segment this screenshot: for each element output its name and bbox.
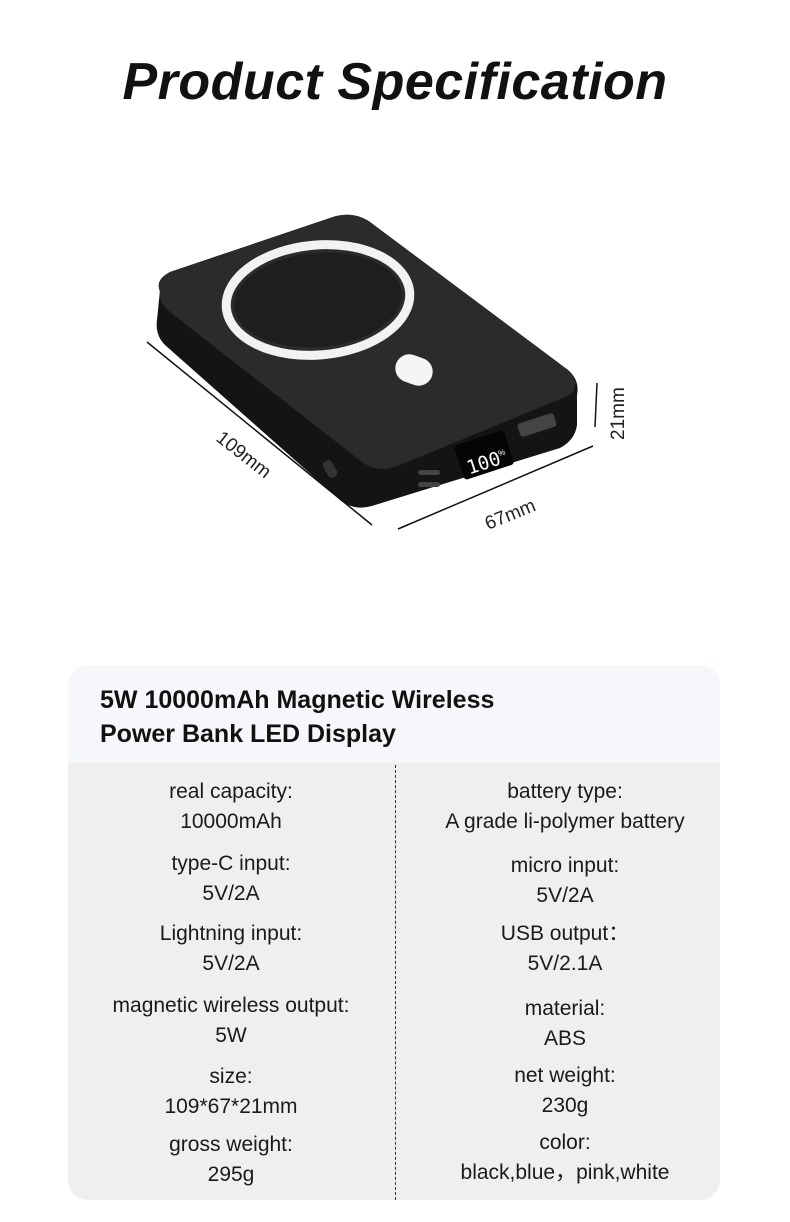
width-dimension-line [397,445,594,530]
spec-value: 5V/2.1A [527,952,603,975]
spec-item: type-C input: 5V/2A [68,849,394,909]
height-dimension-line [594,382,598,428]
column-divider [395,765,396,1200]
spec-item: magnetic wireless output: 5W [68,991,394,1051]
length-label: 109mm [212,427,275,483]
spec-value: A grade li-polymer battery [445,810,685,833]
spec-item: USB output： 5V/2.1A [402,919,720,979]
spec-value: 109*67*21mm [164,1095,298,1118]
spec-item: net weight: 230g [402,1061,720,1121]
spec-item: gross weight: 295g [68,1130,394,1190]
spec-item: size: 109*67*21mm [68,1062,394,1122]
spec-label: color: [539,1131,591,1154]
power-bank-image: 100 % [156,214,578,508]
spec-label: gross weight: [169,1133,293,1156]
length-dimension-line [146,341,373,526]
spec-label: Lightning input: [159,922,303,945]
page-title: Product Specification [122,53,668,111]
spec-item: color: black,blue，pink,white [402,1128,720,1188]
title-line-1: 5W 10000mAh Magnetic Wireless [100,686,495,714]
height-label: 21mm [608,387,629,440]
spec-item: battery type: A grade li-polymer battery [402,777,720,837]
spec-item: micro input: 5V/2A [402,851,720,911]
spec-label: size: [209,1065,253,1088]
spec-item: real capacity: 10000mAh [68,777,394,837]
spec-value: 5V/2A [202,952,260,975]
spec-item: Lightning input: 5V/2A [68,919,394,979]
spec-value: black,blue，pink,white [460,1161,670,1184]
spec-label: material: [524,997,606,1020]
title-line-2: Power Bank LED Display [100,720,396,748]
product-illustration: 100 % 109mm 67mm 21mm [146,214,629,535]
spec-label: battery type: [507,780,623,803]
spec-value: 230g [541,1094,589,1117]
spec-label: real capacity: [169,780,293,803]
spec-value: 5V/2A [536,884,594,907]
spec-value: 5V/2A [202,882,260,905]
led-display-unit: % [497,448,507,459]
spec-card-title: 5W 10000mAh Magnetic Wireless Power Bank… [100,683,494,751]
spec-label: net weight: [514,1064,616,1087]
spec-card-header: 5W 10000mAh Magnetic Wireless Power Bank… [68,665,720,763]
spec-label: USB output： [500,922,630,945]
spec-label: micro input: [510,854,620,877]
spec-value: 10000mAh [180,810,282,833]
spec-label: type-C input: [171,852,291,875]
spec-value: ABS [543,1027,587,1050]
spec-value: 295g [207,1163,255,1186]
spec-card: 5W 10000mAh Magnetic Wireless Power Bank… [68,665,720,1200]
spec-label: magnetic wireless output: [112,994,350,1017]
width-label: 67mm [482,495,539,534]
spec-item: material: ABS [402,994,720,1054]
spec-value: 5W [215,1024,247,1047]
